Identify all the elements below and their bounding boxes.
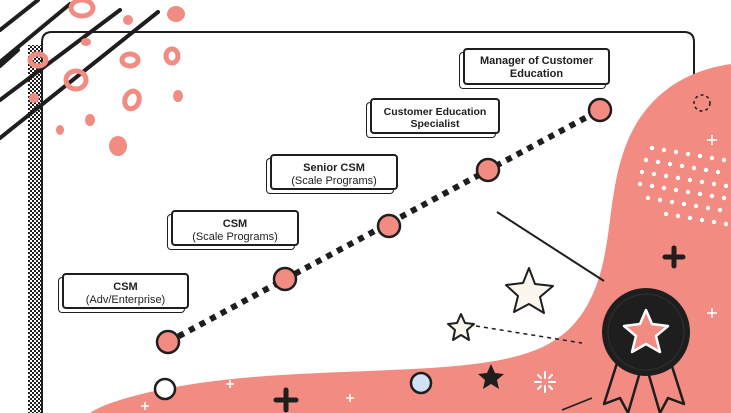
blue-dot <box>409 371 433 395</box>
coral-spots <box>29 6 185 156</box>
step-node-1 <box>155 329 181 355</box>
step-card-1: CSM (Adv/Enterprise) <box>58 273 189 313</box>
frame-checker-edge <box>28 45 42 413</box>
step-card-5: Manager of Customer Education <box>459 48 610 89</box>
diagram-frame <box>41 31 695 413</box>
step-title: CSM <box>222 218 248 230</box>
step-card-2: CSM (Scale Programs) <box>167 210 299 250</box>
coral-blobs <box>27 0 181 112</box>
step-node-4 <box>475 157 501 183</box>
accent-line <box>496 211 605 282</box>
step-node-5 <box>587 97 613 123</box>
step-subtitle: (Adv/Enterprise) <box>85 294 166 306</box>
step-subtitle: (Scale Programs) <box>291 175 377 187</box>
dot-pattern <box>637 145 729 227</box>
step-node-3 <box>376 213 402 239</box>
corner-decoration <box>0 0 160 140</box>
dashed-connector <box>475 325 583 344</box>
star-icon-large <box>505 267 554 314</box>
step-title: Customer Education Specialist <box>383 106 487 130</box>
award-ribbon-icon <box>602 288 690 413</box>
step-title: Senior CSM <box>303 162 365 174</box>
step-title: CSM <box>113 281 138 293</box>
step-title: Manager of Customer Education <box>479 55 594 80</box>
star-icon-small <box>447 313 475 341</box>
step-node-2 <box>272 266 298 292</box>
step-card-3: Senior CSM (Scale Programs) <box>266 154 398 194</box>
step-card-4: Customer Education Specialist <box>366 98 500 138</box>
plus-icon <box>662 245 686 269</box>
white-dot <box>153 377 177 401</box>
star-icon-black <box>478 364 504 389</box>
accent-stroke <box>561 397 593 411</box>
dashed-circle-icon <box>693 94 711 112</box>
plus-icon-bottom <box>273 387 299 413</box>
burst-icon <box>534 371 556 393</box>
sparkle-icon <box>141 135 717 410</box>
step-subtitle: (Scale Programs) <box>192 231 278 243</box>
